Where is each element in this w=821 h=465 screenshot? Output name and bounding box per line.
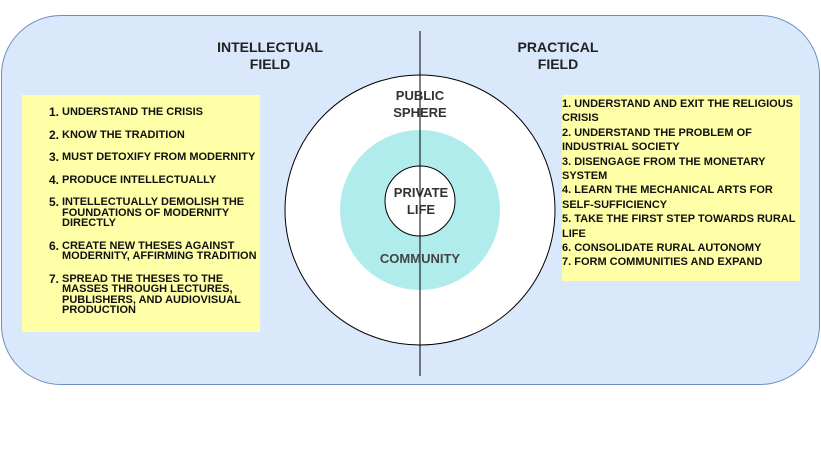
practical-step-item: 4. LEARN THE MECHANICAL ARTS FOR SELF-SU… [562, 184, 773, 211]
step-number: 3. [48, 150, 59, 164]
intellectual-step-item: 1.UNDERSTAND THE CRISIS [22, 105, 260, 119]
practical-step-item: 2. UNDERSTAND THE PROBLEM OF INDUSTRIAL … [562, 126, 752, 154]
step-text: PRODUCE INTELLECTUALLY [62, 173, 217, 186]
private-life-label-line1: PRIVATE [393, 185, 449, 200]
intellectual-step-item: 4.PRODUCE INTELLECTUALLY [22, 172, 260, 187]
practical-field-title: PRACTICAL FIELD [478, 39, 638, 73]
practical-steps-note: 1. UNDERSTAND AND EXIT THE RELIGIOUS CRI… [562, 95, 800, 281]
practical-step-item: 3. DISENGAGE FROM THE MONETARY SYSTEM [562, 155, 766, 183]
practical-step-item: 5. TAKE THE FIRST STEP TOWARDS RURAL LIF… [562, 213, 796, 240]
intellectual-step-item: 6.CREATE NEW THESES AGAINST MODERNITY, A… [22, 238, 260, 262]
private-life-label: PRIVATE LIFE [386, 184, 456, 218]
step-number: 1. [48, 105, 59, 119]
step-number: 2. [48, 127, 59, 142]
community-label: COMMUNITY [379, 251, 461, 266]
intellectual-field-title-line2: FIELD [249, 56, 291, 72]
public-sphere-label: PUBLIC SPHERE [370, 87, 470, 121]
practical-steps-list: 1. UNDERSTAND AND EXIT THE RELIGIOUS CRI… [562, 97, 802, 270]
practical-field-title-line1: PRACTICAL [517, 39, 599, 55]
step-text: MUST DETOXIFY FROM MODERNITY [62, 151, 256, 163]
public-sphere-label-line1: PUBLIC [395, 88, 445, 103]
step-number: 7. [48, 271, 59, 286]
private-life-label-line2: LIFE [406, 202, 436, 217]
intellectual-field-title-line1: INTELLECTUAL [217, 39, 323, 55]
public-sphere-label-line2: SPHERE [393, 105, 447, 120]
step-text: UNDERSTAND THE CRISIS [62, 106, 203, 118]
intellectual-step-item: 3.MUST DETOXIFY FROM MODERNITY [22, 150, 260, 164]
step-number: 4. [48, 172, 59, 187]
intellectual-field-title: INTELLECTUAL FIELD [190, 39, 350, 73]
step-number: 6. [48, 238, 59, 253]
step-text: KNOW THE TRADITION [62, 128, 185, 141]
intellectual-step-item: 5.INTELLECTUALLY DEMOLISH THE FOUNDATION… [22, 195, 260, 229]
practical-step-item: 7. FORM COMMUNITIES AND EXPAND [562, 256, 763, 269]
step-number: 5. [48, 195, 59, 209]
step-text: INTELLECTUALLY DEMOLISH THE FOUNDATIONS … [62, 196, 245, 229]
intellectual-step-item: 7.SPREAD THE THESES TO THE MASSES THROUG… [22, 271, 260, 316]
practical-field-title-line2: FIELD [537, 56, 579, 72]
intellectual-step-item: 2.KNOW THE TRADITION [22, 127, 260, 142]
practical-step-item: 6. CONSOLIDATE RURAL AUTONOMY [562, 242, 762, 255]
practical-step-item: 1. UNDERSTAND AND EXIT THE RELIGIOUS CRI… [562, 98, 794, 125]
step-text: SPREAD THE THESES TO THE MASSES THROUGH … [62, 272, 241, 316]
step-text: CREATE NEW THESES AGAINST MODERNITY, AFF… [62, 239, 257, 262]
